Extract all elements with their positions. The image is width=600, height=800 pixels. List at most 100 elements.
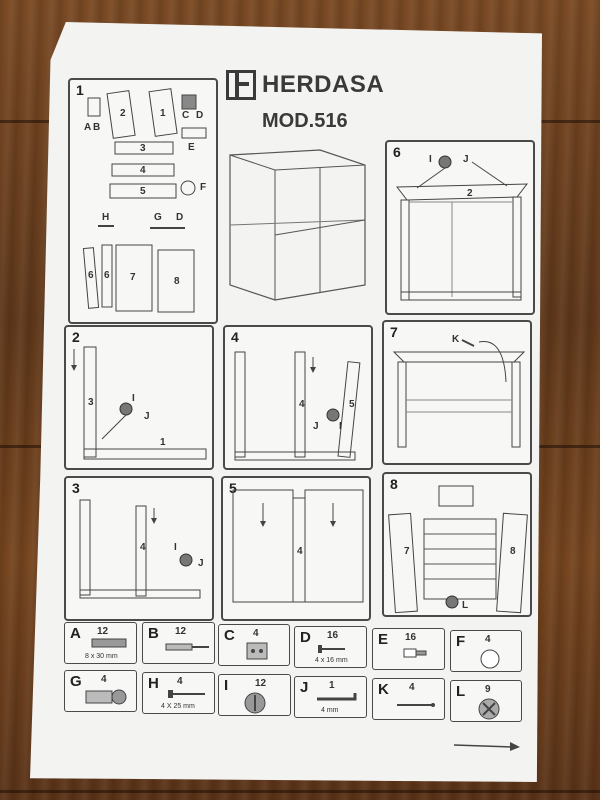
part-label: 7 [404, 546, 410, 557]
part-label: F [200, 182, 207, 193]
part-label: E [188, 142, 195, 153]
step-6-diagram [396, 155, 529, 301]
hardware-letter: F [456, 633, 466, 650]
assembled-cabinet-illustration [229, 149, 366, 301]
round-pad-icon [480, 649, 500, 669]
part-label: J [144, 411, 150, 422]
brand-header: HERDASA [226, 70, 384, 100]
step-7-panel: 7 K [382, 320, 532, 465]
short-screw-icon [318, 645, 345, 653]
step-1-parts-diagram [82, 88, 207, 313]
part-label: D [176, 212, 184, 223]
hardware-item-h: H 4 4 X 25 mm [142, 672, 215, 714]
part-label: 1 [160, 108, 166, 119]
step-7-diagram [392, 339, 526, 448]
part-label: 2 [467, 188, 473, 199]
part-label: C [182, 110, 190, 121]
hinge-plate-icon [246, 642, 268, 660]
hardware-letter: H [148, 675, 159, 692]
part-label: G [154, 212, 162, 223]
step-number: 2 [72, 329, 80, 345]
part-label: 1 [160, 437, 166, 448]
hardware-letter: K [378, 681, 389, 698]
cam-lock-icon [244, 692, 266, 714]
part-label: 4 [140, 542, 146, 553]
step-5-diagram [232, 489, 364, 603]
step-6-panel: 6 I J 2 [385, 140, 535, 315]
step-number: 1 [76, 82, 84, 98]
hardware-quantity: 4 [485, 634, 491, 645]
part-label: 4 [299, 399, 305, 410]
step-3-diagram [79, 499, 201, 599]
pin-icon [403, 648, 427, 658]
cam-bolt-icon [478, 698, 500, 720]
brand-logo-icon [226, 70, 256, 100]
part-label: 7 [130, 272, 136, 283]
hardware-letter: D [300, 629, 311, 646]
part-label: 8 [174, 276, 180, 287]
part-label: I [174, 542, 177, 553]
model-number: MOD.516 [262, 110, 348, 132]
step-number: 6 [393, 144, 401, 160]
step-number: 4 [231, 329, 239, 345]
hardware-letter: I [224, 677, 229, 694]
part-label: 3 [140, 143, 146, 154]
step-number: 3 [72, 480, 80, 496]
hardware-quantity: 12 [175, 626, 187, 637]
part-label: 4 [297, 546, 303, 557]
part-label: K [452, 334, 460, 345]
part-label: L [462, 600, 469, 611]
part-label: J [463, 154, 469, 165]
hardware-quantity: 12 [97, 626, 109, 637]
hardware-quantity: 16 [327, 630, 339, 641]
step-number: 8 [390, 476, 398, 492]
hardware-item-c: C 4 [218, 624, 290, 666]
hardware-quantity: 12 [255, 678, 267, 689]
hardware-item-d: D 16 4 x 16 mm [294, 626, 367, 668]
next-page-arrow-icon [453, 742, 520, 751]
part-label: 5 [349, 399, 355, 410]
hardware-item-i: I 12 [218, 674, 291, 716]
long-screw-icon [168, 690, 205, 698]
part-label: 8 [510, 546, 516, 557]
step-2-panel: 2 3 I J 1 [64, 325, 214, 470]
hardware-item-a: A 12 8 x 30 mm [64, 622, 137, 664]
hardware-size: 4 mm [321, 707, 339, 714]
part-label: J [313, 421, 319, 432]
step-number: 7 [390, 324, 398, 340]
part-label: 5 [140, 186, 146, 197]
hardware-letter: G [70, 673, 82, 690]
hardware-quantity: 4 [253, 628, 259, 639]
step-1-panel: 1 A B 2 1 C D 3 E 4 5 F H G D 6 6 7 8 [68, 78, 218, 324]
hardware-quantity: 4 [101, 674, 107, 685]
nail-icon [397, 703, 435, 707]
hardware-letter: A [70, 625, 81, 642]
hardware-letter: C [224, 627, 235, 644]
hardware-quantity: 16 [405, 632, 417, 643]
part-label: 3 [88, 397, 94, 408]
part-label: I [339, 421, 342, 432]
brand-name: HERDASA [262, 71, 385, 98]
part-label: 6 [104, 270, 110, 281]
step-number: 5 [229, 480, 237, 496]
part-label: I [429, 154, 432, 165]
hardware-size: 4 X 25 mm [161, 703, 195, 710]
part-label: B [93, 122, 101, 133]
hardware-letter: J [300, 679, 309, 696]
part-label: 6 [88, 270, 94, 281]
part-label: A [84, 122, 92, 133]
hardware-letter: E [378, 631, 389, 648]
part-label: D [196, 110, 204, 121]
screw-anchor-icon [165, 643, 209, 651]
dowel-icon [91, 638, 127, 648]
hardware-item-k: K 4 [372, 678, 445, 720]
step-4-panel: 4 4 5 J I [223, 325, 373, 470]
part-label: H [102, 212, 110, 223]
hardware-item-f: F 4 [450, 630, 522, 672]
hardware-item-l: L 9 [450, 680, 522, 722]
hardware-size: 4 x 16 mm [315, 657, 348, 664]
hinge-icon [85, 689, 127, 705]
hardware-item-b: B 12 [142, 622, 215, 664]
hardware-quantity: 4 [409, 682, 415, 693]
hardware-quantity: 1 [329, 680, 335, 691]
